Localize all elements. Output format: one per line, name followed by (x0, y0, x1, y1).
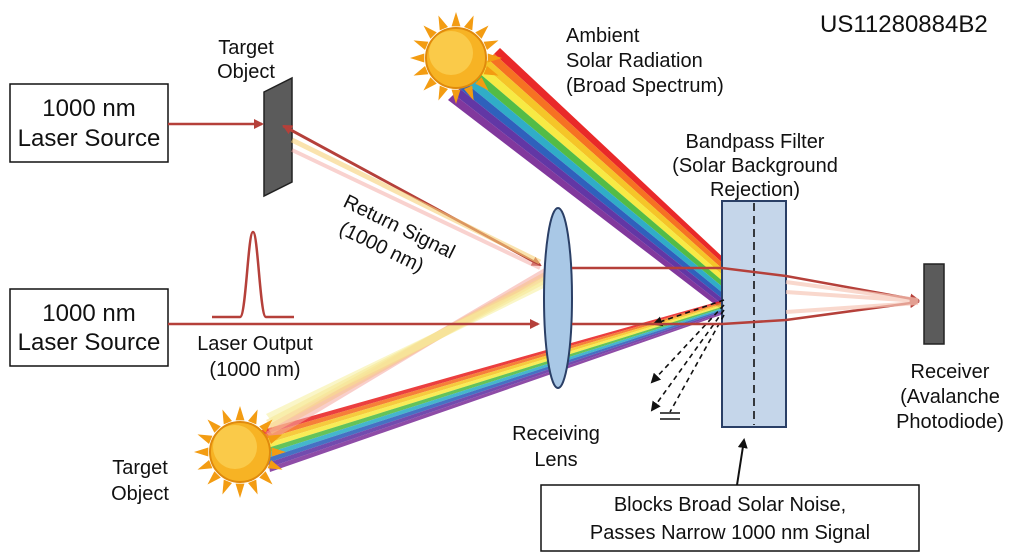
spectrum-band-bottom-4 (265, 306, 724, 454)
sun-ray-10 (423, 25, 437, 39)
faint-return-beams (266, 266, 552, 440)
faint-band-3 (266, 278, 552, 422)
sun-ray-13 (248, 409, 258, 425)
spectrum-band-top-1 (488, 53, 728, 273)
bandpass-filter-line3: Rejection) (710, 179, 800, 201)
bandpass-filter-line2: (Solar Background (672, 155, 838, 177)
spectrum-band-top-5 (465, 76, 725, 294)
callout-box (540, 484, 920, 552)
sun-ray-13 (464, 15, 474, 31)
laser-pulse-shape (212, 230, 294, 319)
target-object-top-line2: Object (217, 61, 275, 83)
spectrum-band-top-0 (494, 48, 728, 268)
spectrum-band-bottom-3 (264, 304, 724, 449)
filtered-glow (785, 280, 919, 314)
callout-pointer-arrow (736, 438, 748, 486)
ambient-solar-line3: (Broad Spectrum) (566, 75, 724, 97)
laser-source-bottom-line2: Laser Source (18, 329, 161, 356)
receiver-line3: Photodiode) (896, 411, 1004, 433)
sun-ray-8 (194, 447, 209, 457)
spectrum-band-top-8 (448, 94, 723, 310)
spectrum-band-bottom-7 (268, 310, 724, 468)
spectrum-band-bottom-6 (267, 309, 724, 463)
receiving-lens-line2: Lens (534, 449, 577, 471)
sun-ray-10 (207, 419, 221, 433)
sun-ray-6 (423, 77, 437, 91)
blocked-noise-arrows (650, 299, 725, 413)
sun-ray-5 (222, 479, 232, 495)
sun-ray-15 (483, 40, 499, 50)
spectrum-band-top-7 (453, 88, 724, 305)
sun-ray-8 (410, 53, 425, 63)
sun-ray-5 (438, 85, 448, 101)
sun-ray-9 (197, 434, 213, 444)
sun-ray-6 (207, 471, 221, 485)
spectrum-band-top-3 (476, 65, 726, 284)
laser-output-line2: (1000 nm) (209, 359, 300, 381)
target-object-plate (263, 76, 293, 198)
sun-ray-9 (413, 40, 429, 50)
sun-ray-4 (235, 483, 245, 498)
sun-ray-11 (438, 15, 448, 31)
receiving-lens-line1: Receiving (512, 423, 600, 445)
target-object-top-line1: Target (218, 37, 274, 59)
bandpass-filter-line1: Bandpass Filter (686, 131, 825, 153)
sun-ray-11 (222, 409, 232, 425)
spectrum-band-bottom-0 (262, 300, 724, 435)
sun-ray-3 (248, 479, 258, 495)
laser-source-top-line1: 1000 nm (42, 95, 135, 122)
sun-ray-2 (475, 77, 489, 91)
ambient-solar-line1: Ambient (566, 25, 640, 47)
sun-ray-14 (259, 419, 273, 433)
receiver-line2: (Avalanche (900, 386, 1000, 408)
sun-ray-12 (451, 12, 461, 27)
laser-source-bottom-line1: 1000 nm (42, 300, 135, 327)
target-solar-beam (262, 300, 724, 472)
spectrum-band-bottom-5 (266, 307, 724, 458)
sun-ray-15 (267, 434, 283, 444)
sun-ray-1 (483, 66, 499, 76)
ambient-solar-line2: Solar Radiation (566, 50, 703, 72)
sun-ray-1 (267, 460, 283, 470)
return-glow-2 (291, 148, 541, 270)
sun-ray-3 (464, 85, 474, 101)
spectrum-band-bottom-2 (263, 303, 724, 444)
sun-ray-12 (235, 406, 245, 421)
sun-top-icon (410, 12, 502, 104)
spectrum-band-top-6 (459, 82, 724, 300)
sun-ray-0 (271, 447, 286, 457)
patent-number: US11280884B2 (820, 11, 988, 38)
laser-source-top-line2: Laser Source (18, 125, 161, 152)
laser-source-top-box (9, 83, 169, 163)
receiver-photodiode (923, 263, 945, 345)
sun-bottom-icon (194, 406, 286, 498)
sun-ray-7 (413, 66, 429, 76)
callout-line1: Blocks Broad Solar Noise, (614, 494, 846, 516)
return-signal-label: Return Signal (1000 nm) (336, 191, 459, 278)
receiver-line1: Receiver (911, 361, 990, 383)
sun-ray-2 (259, 471, 273, 485)
sun-ray-14 (475, 25, 489, 39)
callout-line2: Passes Narrow 1000 nm Signal (590, 522, 870, 544)
spectrum-band-bottom-8 (269, 312, 724, 472)
spectrum-band-top-4 (471, 71, 726, 289)
laser-output-line1: Laser Output (197, 333, 313, 355)
laser-source-bottom-box (9, 288, 169, 367)
spectrum-band-bottom-1 (262, 301, 724, 440)
ambient-solar-beam (448, 48, 728, 310)
return-glow (290, 137, 542, 265)
receiving-lens (543, 207, 573, 389)
sun-ray-7 (197, 460, 213, 470)
sun-ray-0 (487, 53, 502, 63)
filtered-signal-beams (572, 266, 920, 326)
spectrum-band-top-2 (482, 59, 727, 278)
target-object-bottom-line2: Object (111, 483, 169, 505)
target-object-bottom-line1: Target (112, 457, 168, 479)
sun-ray-4 (451, 89, 461, 104)
